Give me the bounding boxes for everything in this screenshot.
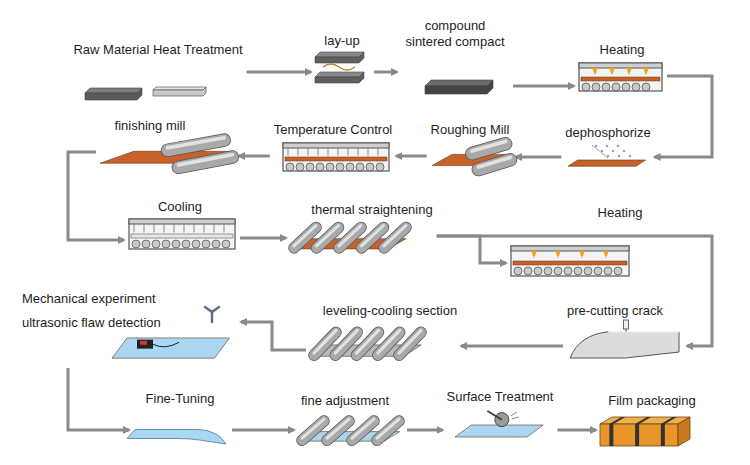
flow-arrow — [241, 322, 306, 350]
process-illustration — [425, 80, 495, 96]
process-step: Mechanical experiment ultrasonic flaw det… — [22, 291, 237, 364]
process-illustration — [298, 414, 403, 446]
flow-arrow — [461, 345, 563, 348]
flow-arrow — [407, 429, 443, 432]
step-label: Temperature Control — [274, 122, 393, 138]
step-label: Cooling — [158, 199, 202, 215]
process-step: Fine-Tuning — [133, 391, 228, 446]
flow-arrow — [437, 236, 712, 346]
step-label: Film packaging — [608, 393, 695, 409]
step-label: leveling-cooling section — [323, 303, 457, 319]
process-illustration — [112, 306, 237, 364]
process-step: dephosphorize — [565, 125, 650, 168]
process-illustration — [100, 136, 235, 170]
process-illustration — [310, 324, 425, 362]
process-step: pre-cutting crack — [567, 303, 683, 362]
flow-arrow — [655, 76, 712, 157]
process-illustration — [282, 142, 390, 172]
step-label: ultrasonic flaw detection — [22, 315, 161, 331]
step-label: Mechanical experiment — [22, 291, 156, 307]
flow-arrow — [239, 155, 270, 158]
process-step: Temperature Control — [274, 122, 393, 172]
flow-arrow — [232, 429, 294, 432]
process-step: Heating — [510, 205, 642, 277]
process-illustration — [455, 410, 545, 440]
process-step: thermal straightening — [290, 202, 433, 254]
process-step: compound sintered compact — [401, 18, 509, 96]
process-illustration — [578, 62, 663, 92]
step-label: Raw Material Heat Treatment — [73, 42, 242, 58]
step-label: compound sintered compact — [401, 18, 509, 50]
process-illustration — [568, 320, 683, 362]
process-step: fine adjustment — [298, 393, 403, 446]
step-label: Heating — [600, 42, 645, 58]
process-illustration — [510, 245, 630, 277]
process-step: leveling-cooling section — [310, 303, 457, 362]
flow-arrow — [247, 71, 311, 74]
step-label: pre-cutting crack — [567, 303, 663, 319]
process-step: Film packaging — [600, 393, 696, 448]
process-step: Heating — [578, 42, 663, 92]
flow-arrow — [516, 156, 561, 159]
step-label: Roughing Mill — [431, 122, 510, 138]
flow-arrow — [513, 85, 574, 88]
flow-arrow — [396, 155, 426, 158]
process-step: Cooling — [128, 199, 236, 250]
step-label: Surface Treatment — [447, 389, 554, 405]
flow-arrow — [437, 236, 506, 263]
flow-arrow — [557, 429, 596, 432]
step-label: thermal straightening — [311, 202, 432, 218]
step-label: Fine-Tuning — [146, 391, 215, 407]
process-illustration — [315, 50, 370, 86]
flow-arrow — [374, 71, 397, 74]
process-illustration — [85, 78, 210, 104]
process-illustration — [600, 416, 692, 448]
step-label: finishing mill — [115, 118, 186, 134]
process-illustration — [128, 218, 236, 250]
step-label: lay-up — [324, 33, 359, 49]
flow-arrow — [68, 368, 129, 430]
step-label: dephosphorize — [565, 125, 650, 141]
flow-arrow — [68, 152, 124, 240]
process-step: lay-up — [315, 33, 370, 86]
process-illustration — [432, 140, 512, 172]
process-step: Raw Material Heat Treatment — [73, 42, 242, 104]
process-illustration — [568, 143, 648, 168]
flow-arrow — [240, 237, 286, 240]
process-step: finishing mill — [100, 118, 235, 170]
process-illustration — [290, 220, 410, 254]
process-illustration — [133, 416, 228, 446]
step-label: Heating — [598, 205, 643, 221]
process-step: Roughing Mill — [431, 122, 512, 172]
process-step: Surface Treatment — [447, 389, 554, 440]
step-label: fine adjustment — [301, 393, 389, 409]
